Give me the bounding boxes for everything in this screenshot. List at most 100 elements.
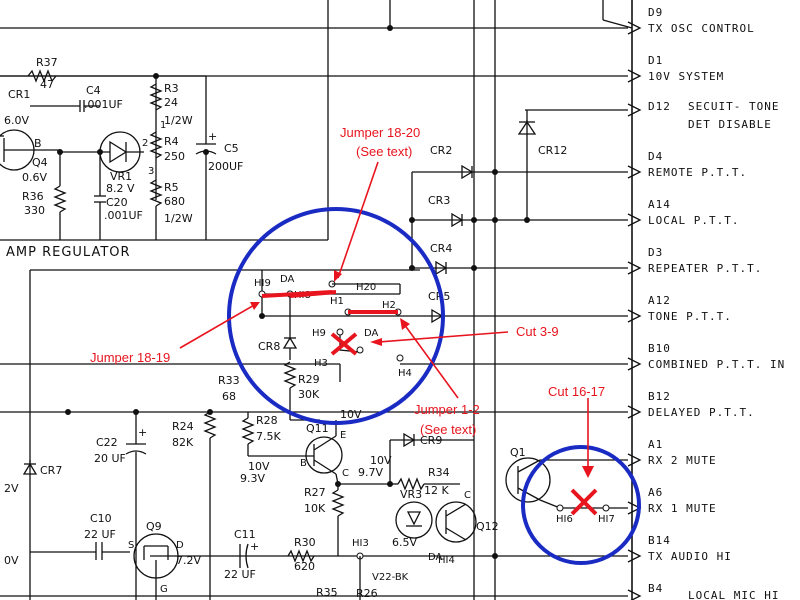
q11-c: C — [342, 468, 349, 479]
q9-label: Q9 — [146, 520, 162, 533]
r30-value: 620 — [294, 560, 315, 573]
signal-name-b12: DELAYED P.T.T. — [648, 406, 755, 419]
signal-name-d4: REMOTE P.T.T. — [648, 166, 747, 179]
cr4-label: CR4 — [430, 242, 452, 255]
cr5-label: CR5 — [428, 290, 450, 303]
signal-code-b10: B10 — [648, 342, 671, 355]
r35-label: R35 — [316, 586, 338, 599]
cr7-voltage: 2V — [4, 482, 19, 495]
r3-value: 24 — [164, 96, 178, 109]
signal-code-a14: A14 — [648, 198, 671, 211]
r24-value: 82K — [172, 436, 194, 449]
c11-label: C11 — [234, 528, 256, 541]
r33-value: 68 — [222, 390, 236, 403]
r29-label: R29 — [298, 373, 320, 386]
c5-value: 200UF — [208, 160, 243, 173]
q4-voltage-top: 6.0V — [4, 114, 29, 127]
bottom-left-section: C10 22 UF 0V Q9 S D G 7.2V C11 22 UF + R… — [4, 512, 455, 600]
signal-name-b14: TX AUDIO HI — [648, 550, 732, 563]
c22-plus: + — [138, 426, 147, 439]
signal-code-d9: D9 — [648, 6, 663, 19]
pin-h9: H9 — [312, 328, 326, 339]
pin-da-3: DA — [428, 552, 443, 563]
r24-label: R24 — [172, 420, 194, 433]
pin-h1: H1 — [330, 296, 344, 307]
c5-plus: + — [208, 130, 217, 143]
r3-label: R3 — [164, 82, 179, 95]
q1-section: Q1 HI6 HI7 — [505, 446, 615, 525]
q11-b: B — [300, 458, 307, 469]
q11-voltage-b1: 10V — [248, 460, 270, 473]
r5-value: 680 — [164, 195, 185, 208]
c20-value: .001UF — [104, 209, 143, 222]
c4-label: C4 — [86, 84, 101, 97]
r4-label: R4 — [164, 135, 179, 148]
r27-value: 10K — [304, 502, 326, 515]
r28-value: 7.5K — [256, 430, 281, 443]
diode-network: CR12 CR2 CR3 CR4 CR5 — [428, 110, 567, 324]
cr8-label: CR8 — [258, 340, 280, 353]
c5-label: C5 — [224, 142, 239, 155]
c20-label: C20 — [106, 196, 128, 209]
c11-plus: + — [250, 540, 259, 553]
vr1-label: VR1 — [110, 170, 132, 183]
q11-label: Q11 — [306, 422, 329, 435]
signal-code-d3: D3 — [648, 246, 663, 259]
r3-watt: 1/2W — [164, 114, 193, 127]
q9-s: S — [128, 540, 134, 551]
annotation-jumper-18-19: Jumper 18-19 — [90, 350, 170, 365]
annotation-cut-16-17: Cut 16-17 — [548, 384, 605, 399]
signal-code-b4: B4 — [648, 582, 663, 595]
c4-value: .001UF — [84, 98, 123, 111]
section-title: AMP REGULATOR — [6, 245, 131, 260]
q12-label: Q12 — [476, 520, 499, 533]
signal-name-a14: LOCAL P.T.T. — [648, 214, 739, 227]
q12-section: CR9 R34 12 K VR3 6.5V Q12 C R27 10K — [304, 432, 499, 556]
pin-h3: H3 — [314, 358, 328, 369]
pin-h20: H20 — [356, 282, 376, 293]
v22-label: V22-BK — [372, 572, 409, 583]
q4-b-label: B — [34, 137, 42, 150]
q4-voltage: 0.6V — [22, 171, 47, 184]
r4-pin3: 3 — [148, 166, 154, 177]
lower-middle-section: R33 68 R24 82K R28 7.5K Q11 E B C 10V 10… — [4, 374, 392, 600]
annotation-jumper-1-2-note: (See text) — [420, 422, 476, 437]
vr3-voltage: 6.5V — [392, 536, 417, 549]
r37-label: R37 — [36, 56, 58, 69]
c10-value: 22 UF — [84, 528, 116, 541]
q1-label: Q1 — [510, 446, 526, 459]
pin-h13: HI3 — [352, 538, 369, 549]
r5-watt: 1/2W — [164, 212, 193, 225]
signal-name-d9: TX OSC CONTROL — [648, 22, 755, 35]
cr9-voltage: 10V — [370, 454, 392, 467]
connector-bus — [602, 0, 633, 600]
r4-pin1: 1 — [160, 120, 166, 131]
r4-value: 250 — [164, 150, 185, 163]
vr3-label: VR3 — [400, 488, 422, 501]
pin-da-2: DA — [364, 328, 379, 339]
r36-value: 330 — [24, 204, 45, 217]
q9-d: D — [176, 540, 184, 551]
highlight-circle-rx-mute — [521, 445, 641, 565]
cr1-label: CR1 — [8, 88, 30, 101]
cr12-label: CR12 — [538, 144, 567, 157]
q11-e: E — [340, 430, 346, 441]
annotation-cut-3-9: Cut 3-9 — [516, 324, 559, 339]
jumper-bar-18-20b — [289, 290, 337, 298]
signal-name-b4: LOCAL MIC HI — [688, 589, 779, 600]
pin-h2: H2 — [382, 300, 396, 311]
r26-label: R26 — [356, 587, 378, 600]
signal-name2-d12: DET DISABLE — [688, 118, 772, 131]
r37-value: 47 — [40, 78, 54, 91]
amp-regulator-section: R37 47 CR1 6.0V C4 .001UF B Q4 0.6V R36 … — [0, 56, 243, 260]
r30-label: R30 — [294, 536, 316, 549]
cr9-label: CR9 — [420, 434, 442, 447]
c10-voltage: 0V — [4, 554, 19, 567]
signal-code-a1: A1 — [648, 438, 663, 451]
q9-g: G — [160, 584, 168, 595]
q11-voltage-b2: 9.3V — [240, 472, 265, 485]
highlight-circle-jumpers — [227, 207, 445, 425]
r36-label: R36 — [22, 190, 44, 203]
cr2-label: CR2 — [430, 144, 452, 157]
